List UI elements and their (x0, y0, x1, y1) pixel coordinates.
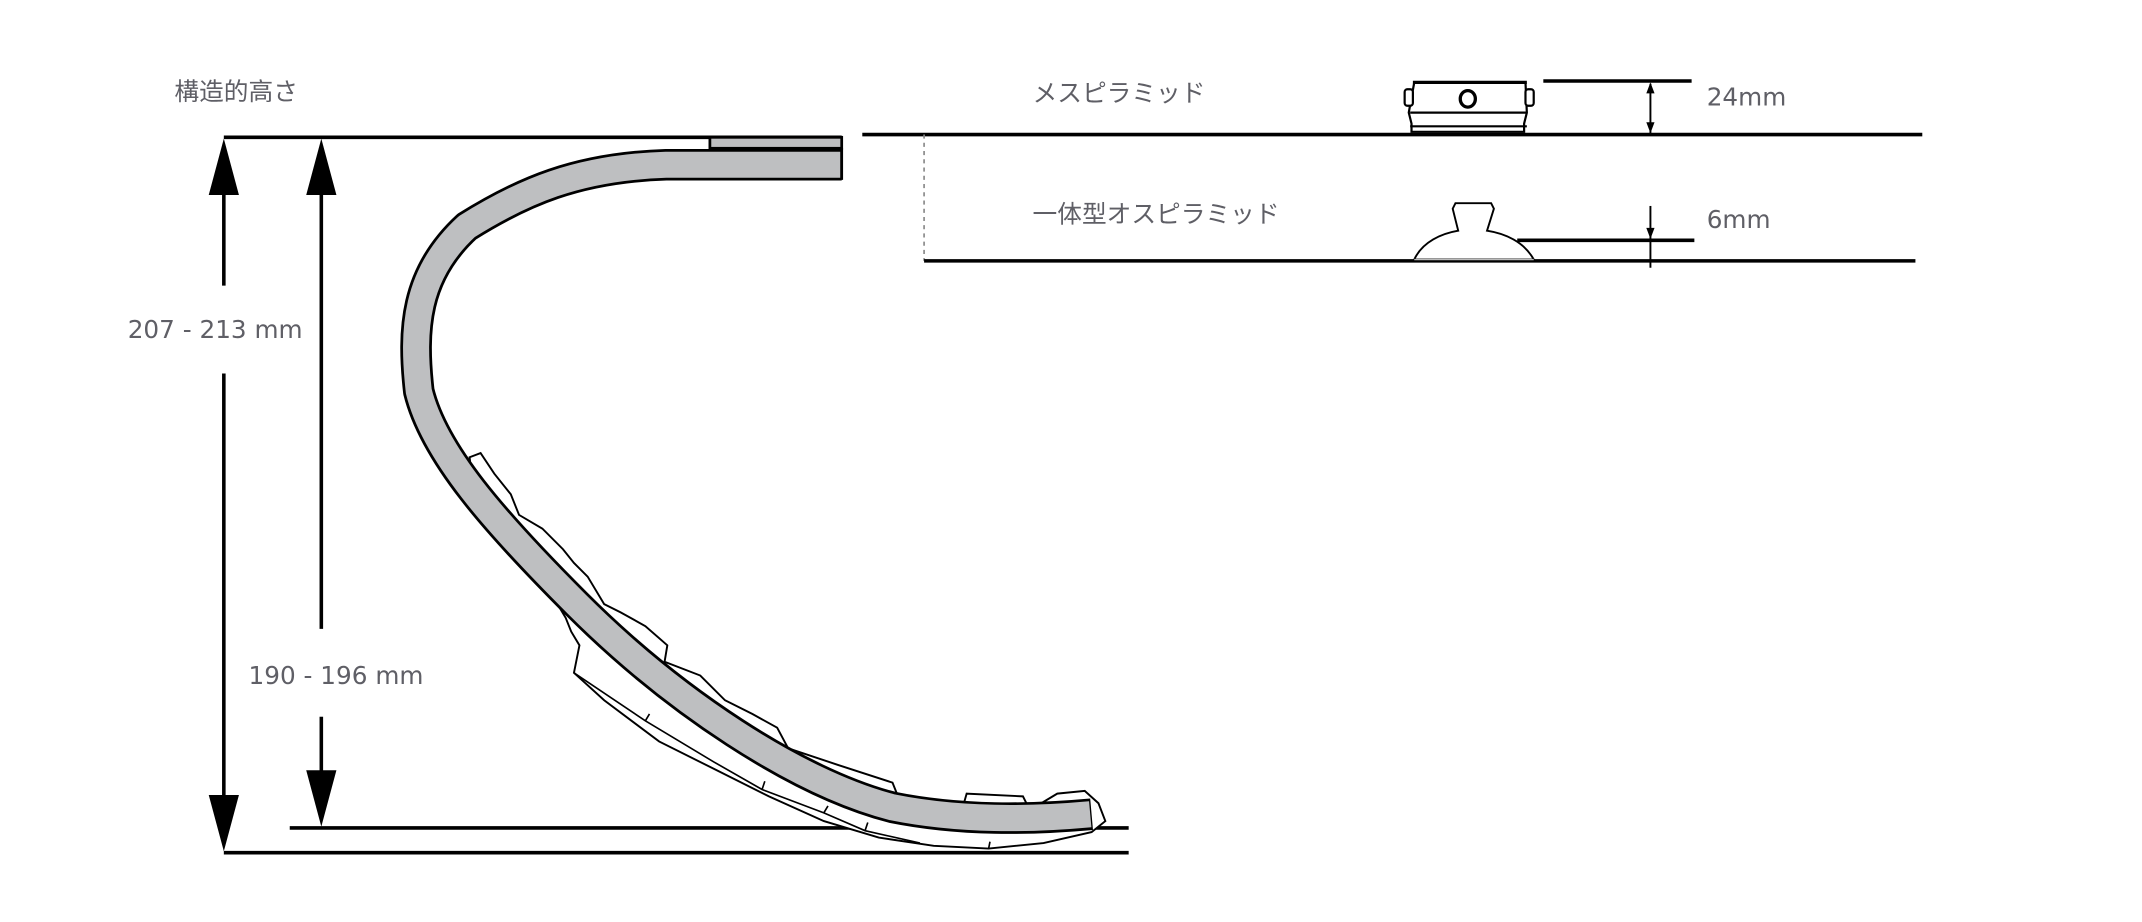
foot-shell-outline (468, 451, 1107, 850)
male-pyramid-height-label: 6mm (1707, 205, 1771, 234)
outer-height-arrow (208, 138, 239, 852)
female-pyramid-height-label: 24mm (1707, 83, 1787, 112)
inner-height-label: 190 - 196 mm (249, 661, 424, 690)
female-pyramid-label: メスピラミッド (1033, 79, 1206, 108)
male-pyramid-height-dimension (1517, 205, 1695, 268)
top-adapter-plate (708, 135, 844, 150)
integrated-male-pyramid-icon (1412, 202, 1536, 261)
female-pyramid-icon (1403, 80, 1535, 133)
female-pyramid-height-dimension (1543, 79, 1692, 134)
outer-height-label: 207 - 213 mm (128, 315, 303, 344)
structural-height-title: 構造的高さ (174, 77, 298, 106)
carbon-blade (403, 151, 1092, 832)
foot-shell-sole-notches (573, 672, 991, 849)
inner-height-arrow (306, 138, 337, 827)
integrated-male-pyramid-label: 一体型オスピラミッド (1033, 199, 1280, 228)
